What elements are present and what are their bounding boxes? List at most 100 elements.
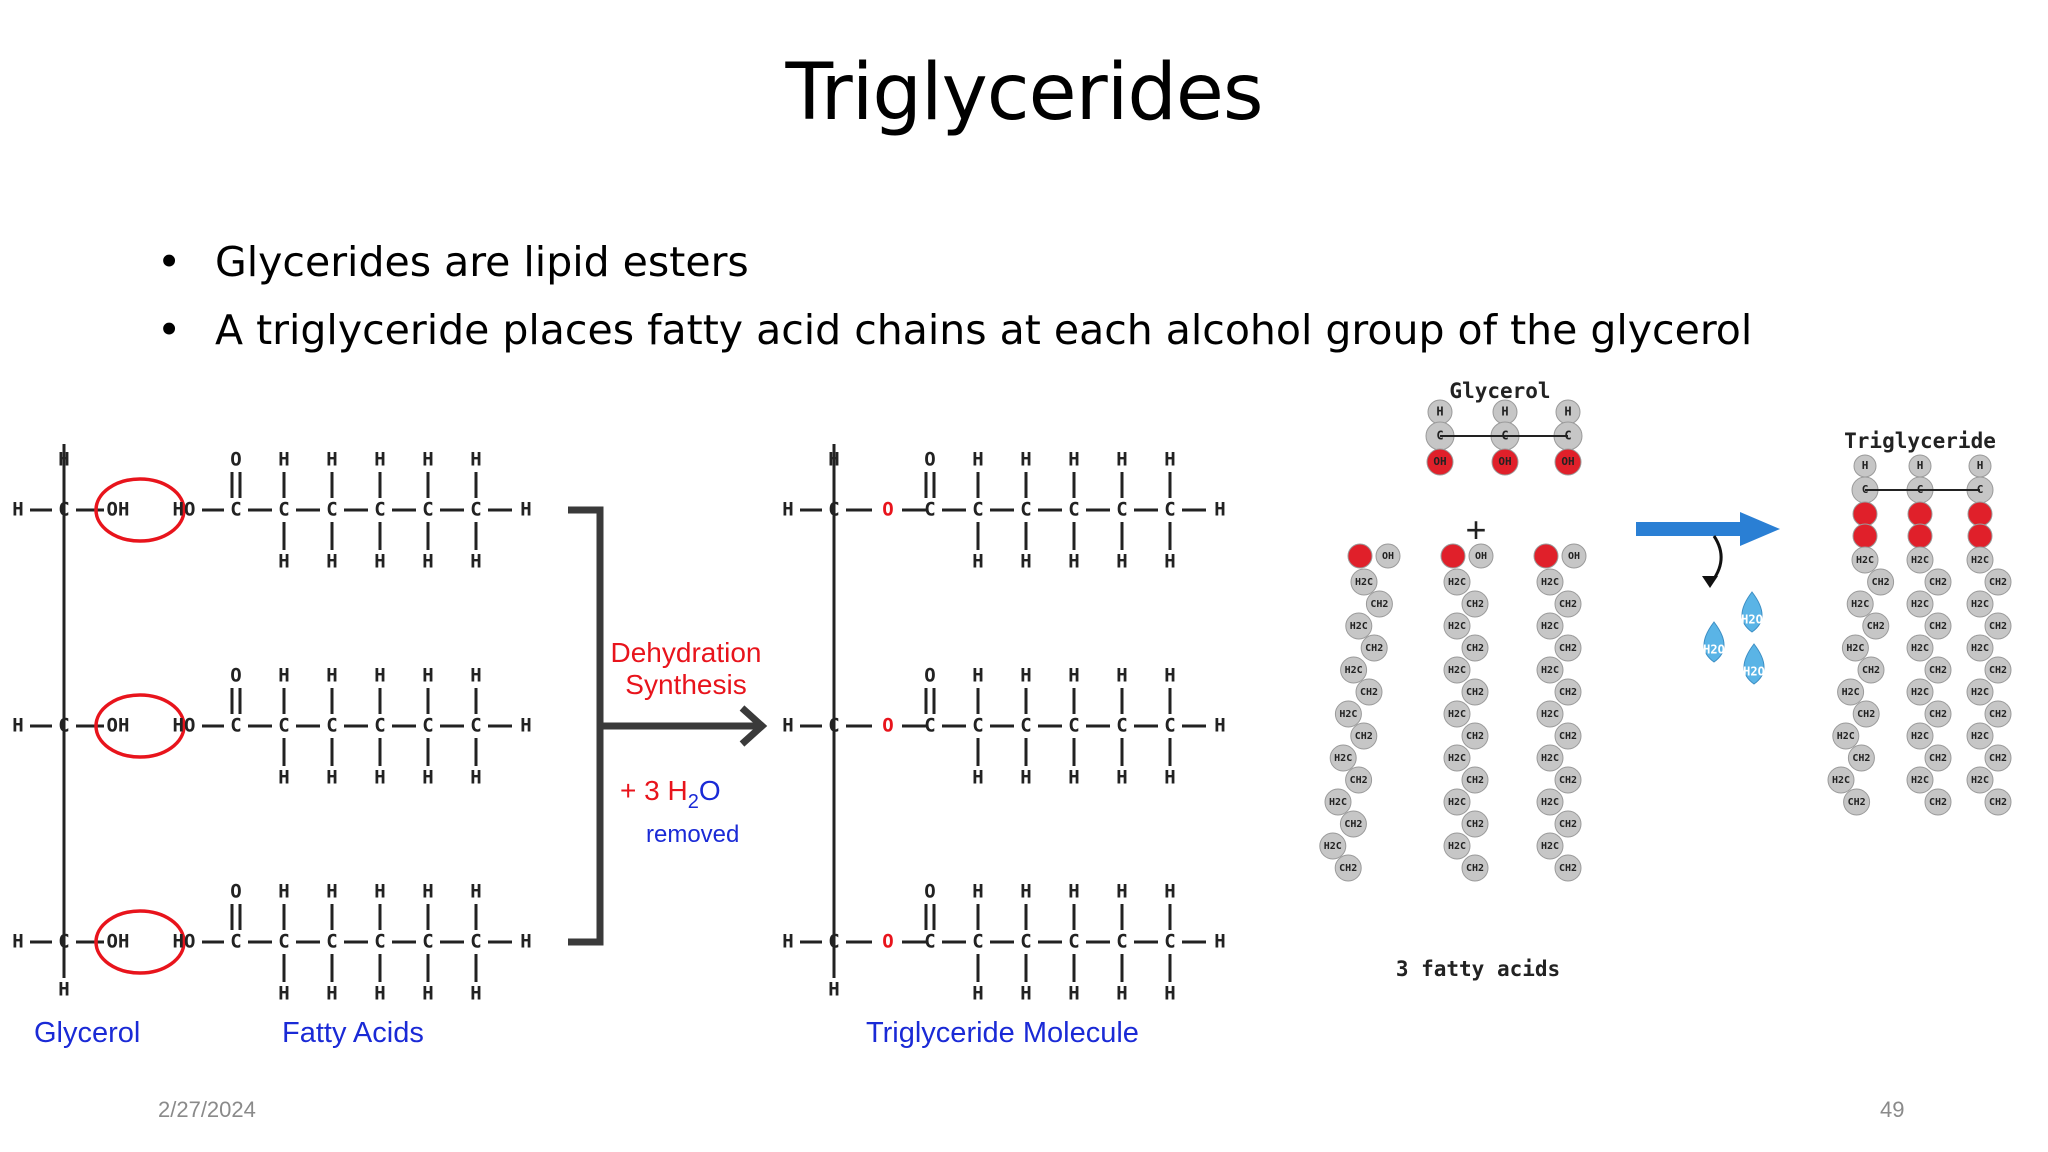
ball-atom-label: CH2 [1852,753,1870,764]
hydrogen-atom: H [1020,881,1031,903]
bullet-item: •A triglyceride places fatty acid chains… [155,296,1752,364]
carbon-atom: C [230,499,241,521]
ball-atom-label: H2C [1329,797,1347,808]
arrow-label-line2: Synthesis [625,669,746,700]
carbon-ball [1443,568,1471,596]
water-release-arrow-head-icon [1702,576,1718,588]
hydrogen-atom: H [972,551,983,573]
carbon-atom: C [924,931,935,953]
water-droplet-icon [1741,591,1763,633]
carbon-ball [1554,722,1582,750]
hydrogen-atom: H [520,931,531,953]
ball-atom-label: CH2 [1989,577,2007,588]
carbon-atom: C [1164,931,1175,953]
hydrogen-atom: H [278,551,289,573]
hydrogen-atom: H [470,881,481,903]
carbon-atom: C [1020,499,1031,521]
hydrogen-atom: H [972,665,983,687]
ball-atom-label: OH [1382,551,1394,562]
ball-atom-label: H2C [1350,621,1368,632]
carbon-ball [1365,590,1393,618]
hydrogen-atom: H [1068,665,1079,687]
carbon-ball [1852,700,1880,728]
hydrogen-atom: H [1116,767,1127,789]
hydrogen-atom: H [12,499,23,521]
carbon-atom: C [924,499,935,521]
hydrogen-atom: H [278,881,289,903]
ball-atom-label: H [1501,405,1508,419]
carbon-atom: C [1164,715,1175,737]
carbon-ball [1867,568,1895,596]
ball-atom-label: H2C [1971,731,1989,742]
ball-atom-label: OH [1475,551,1487,562]
hydrogen-atom: H [1068,881,1079,903]
ball-atom-label: H2C [1541,665,1559,676]
carbon-atom: C [470,931,481,953]
ball-atom-label: CH2 [1355,731,1373,742]
ball-arrow-head-icon [1740,512,1780,546]
carbon-ball [1554,854,1582,882]
carbon-ball [1350,568,1378,596]
hydrogen-atom: H [374,983,385,1005]
oxygen-ball [1533,543,1559,569]
reaction-arrow-head-icon [739,705,768,747]
hydrogen-atom: H [1116,881,1127,903]
hydrogen-atom: H [828,979,839,1001]
carbon-ball [1554,590,1582,618]
carbon-ball [1461,722,1489,750]
ball-atom-label: CH2 [1929,621,1947,632]
ball-atom-label: CH2 [1989,665,2007,676]
carbon-atom: C [828,499,839,521]
ball-atom-label: CH2 [1559,819,1577,830]
carbon-atom: C [374,499,385,521]
ball-model-diagram: Glycerol Triglyceride 3 fatty acids + HC… [1319,379,2012,981]
triglyceride-molecule-label: Triglyceride Molecule [866,1017,1139,1049]
footer-date: 2/27/2024 [158,1097,256,1122]
carbon-ball [1443,700,1471,728]
ball-atom-label: H2C [1846,643,1864,654]
hydroxyl-highlight-circle [94,693,186,759]
ball-atom-label: CH2 [1929,665,1947,676]
ball-atom-label: H2C [1541,709,1559,720]
hydrogen-atom: H [326,767,337,789]
ball-atom-label: CH2 [1929,577,1947,588]
hydrogen-atom: H [1116,983,1127,1005]
oxygen-atom: O [230,881,241,903]
hydrogen-atom: H [278,983,289,1005]
carbon-ball [1906,678,1934,706]
oxygen-atom: O [924,449,935,471]
carbon-ball [1536,612,1564,640]
ball-atom-label: H2C [1339,709,1357,720]
ball-atom-label: H2C [1911,555,1929,566]
hydrogen-atom: H [374,551,385,573]
ball-atom-label: CH2 [1989,709,2007,720]
carbon-ball [1536,788,1564,816]
carbon-atom: C [58,715,69,737]
carbon-ball [1536,832,1564,860]
hydrogen-atom: H [58,449,69,471]
ball-atom-label: H2C [1324,841,1342,852]
hydrogen-atom: H [12,715,23,737]
carbon-ball [1984,568,2012,596]
carbon-ball [1554,634,1582,662]
carbon-ball [1340,656,1368,684]
plus-sign: + [1465,509,1486,550]
oh-group-label: OH [107,715,130,737]
hydrogen-atom: H [12,931,23,953]
ball-fatty-acids-label: 3 fatty acids [1396,957,1560,981]
carbonyl-oxygen-ball [1967,523,1993,549]
reaction-bracket [568,506,604,946]
hydrogen-atom: H [422,449,433,471]
fatty-acids-label: Fatty Acids [282,1017,424,1049]
carbon-ball [1984,744,2012,772]
ester-oxygen-atom: O [882,715,893,737]
hydrogen-atom: H [1116,665,1127,687]
carbon-ball [1443,656,1471,684]
carbon-atom: C [374,931,385,953]
carbon-ball [1966,678,1994,706]
ball-atom-label: OH [1498,455,1511,468]
ball-atom-label: CH2 [1929,797,1947,808]
ball-atom-label: H2C [1911,687,1929,698]
carbon-ball [1846,590,1874,618]
